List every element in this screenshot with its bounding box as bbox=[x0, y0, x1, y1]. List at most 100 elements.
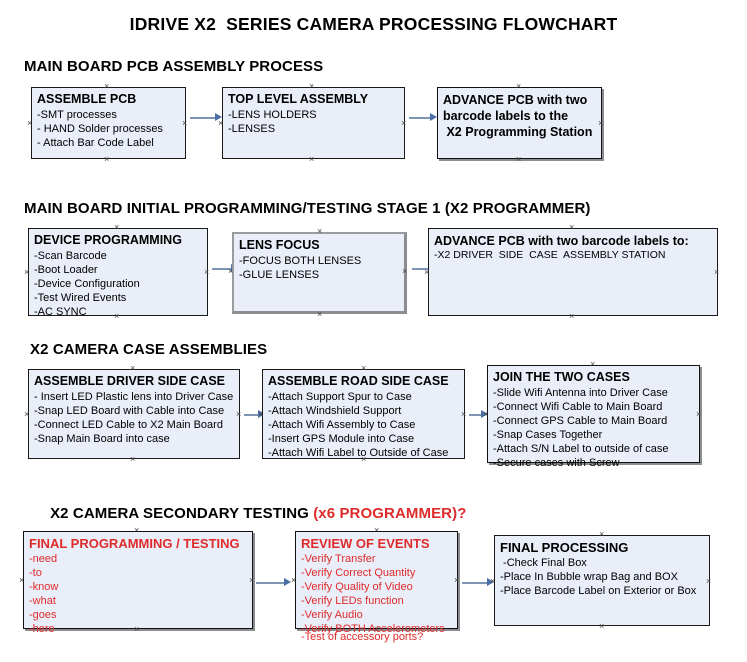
node-title: FINAL PROCESSING bbox=[500, 540, 629, 555]
node-title: JOIN THE TWO CASES bbox=[493, 370, 630, 384]
node-title: ASSEMBLE DRIVER SIDE CASE bbox=[34, 374, 226, 388]
node-line: -LENSES bbox=[228, 123, 276, 135]
resize-handle-bottom[interactable]: × bbox=[104, 154, 110, 164]
node-line: -Attach Support Spur to Case bbox=[268, 391, 412, 403]
node-line: -Attach Wifi Label to Outside of Case bbox=[268, 447, 449, 459]
node-line: -X2 DRIVER SIDE CASE ASSEMBLY STATION bbox=[434, 249, 666, 261]
resize-handle-top[interactable]: × bbox=[309, 81, 315, 91]
resize-handle-right[interactable]: × bbox=[696, 409, 702, 419]
resize-handle-top[interactable]: × bbox=[569, 222, 575, 232]
resize-handle-right[interactable]: × bbox=[402, 266, 408, 276]
node-line: -Insert GPS Module into Case bbox=[268, 433, 415, 445]
node-title: ADVANCE PCB with two barcode labels to: bbox=[434, 234, 689, 248]
resize-handle-bottom[interactable]: × bbox=[599, 621, 605, 631]
node-line: -Connect Wifi Cable to Main Board bbox=[493, 401, 663, 413]
node-line: -what bbox=[29, 595, 56, 607]
node-title: ADVANCE PCB with two bbox=[443, 93, 588, 107]
resize-handle-top[interactable]: × bbox=[104, 81, 110, 91]
node-line: -know bbox=[29, 581, 59, 593]
resize-handle-right[interactable]: × bbox=[454, 575, 460, 585]
resize-handle-left[interactable]: × bbox=[228, 266, 234, 276]
resize-handle-bottom[interactable]: × bbox=[374, 624, 380, 634]
resize-handle-right[interactable]: × bbox=[236, 409, 242, 419]
resize-handle-top[interactable]: × bbox=[114, 222, 120, 232]
resize-handle-right[interactable]: × bbox=[249, 575, 255, 585]
node-top-level-assembly[interactable]: TOP LEVEL ASSEMBLY -LENS HOLDERS -LENSES… bbox=[218, 82, 407, 164]
resize-handle-top[interactable]: × bbox=[317, 226, 323, 236]
resize-handle-bottom[interactable]: × bbox=[134, 624, 140, 634]
resize-handle-right[interactable]: × bbox=[598, 118, 604, 128]
node-join-the-two-cases[interactable]: JOIN THE TWO CASES -Slide Wifi Antenna i… bbox=[483, 360, 702, 470]
resize-handle-right[interactable]: × bbox=[714, 267, 720, 277]
resize-handle-bottom[interactable]: × bbox=[114, 311, 120, 321]
node-line: -Test Wired Events bbox=[34, 292, 127, 304]
node-line: -Verify Correct Quantity bbox=[301, 567, 416, 579]
arrowhead-icon bbox=[487, 578, 494, 586]
node-advance-pcb-programming-station[interactable]: ADVANCE PCB with two barcode labels to t… bbox=[437, 82, 604, 164]
node-line: - Attach Bar Code Label bbox=[37, 137, 154, 149]
connector-final-programming-to-review bbox=[256, 582, 286, 584]
resize-handle-left[interactable]: × bbox=[24, 267, 30, 277]
node-line: -to bbox=[29, 567, 42, 579]
node-line: -Connect LED Cable to X2 Main Board bbox=[34, 419, 223, 431]
resize-handle-top[interactable]: × bbox=[516, 81, 522, 91]
resize-handle-left[interactable]: × bbox=[19, 575, 25, 585]
node-final-processing[interactable]: FINAL PROCESSING -Check Final Box -Place… bbox=[490, 530, 712, 631]
resize-handle-top[interactable]: × bbox=[134, 525, 140, 535]
resize-handle-left[interactable]: × bbox=[291, 575, 297, 585]
resize-handle-bottom[interactable]: × bbox=[309, 154, 315, 164]
resize-handle-bottom[interactable]: × bbox=[569, 311, 575, 321]
node-lens-focus[interactable]: LENS FOCUS -FOCUS BOTH LENSES -GLUE LENS… bbox=[228, 227, 408, 319]
resize-handle-bottom[interactable]: × bbox=[361, 454, 367, 464]
resize-handle-top[interactable]: × bbox=[361, 363, 367, 373]
resize-handle-top[interactable]: × bbox=[590, 359, 596, 369]
resize-handle-bottom[interactable]: × bbox=[590, 458, 596, 468]
node-line-overflow: -Test of accessory ports? bbox=[301, 631, 424, 643]
node-title: LENS FOCUS bbox=[239, 238, 320, 252]
node-line: -Verify Quality of Video bbox=[301, 581, 413, 593]
node-line: -Connect GPS Cable to Main Board bbox=[493, 415, 668, 427]
resize-handle-right[interactable]: × bbox=[461, 409, 467, 419]
node-line: -Check Final Box bbox=[500, 557, 587, 569]
node-assemble-driver-side-case[interactable]: ASSEMBLE DRIVER SIDE CASE - Insert LED P… bbox=[24, 364, 242, 464]
resize-handle-right[interactable]: × bbox=[401, 118, 407, 128]
resize-handle-top[interactable]: × bbox=[599, 529, 605, 539]
resize-handle-bottom[interactable]: × bbox=[317, 309, 323, 319]
node-line: -Snap LED Board with Cable into Case bbox=[34, 405, 225, 417]
node-line: -Snap Cases Together bbox=[493, 429, 603, 441]
resize-handle-right[interactable]: × bbox=[204, 267, 210, 277]
node-device-programming[interactable]: DEVICE PROGRAMMING -Scan Barcode -Boot L… bbox=[24, 223, 210, 321]
resize-handle-right[interactable]: × bbox=[706, 576, 712, 586]
resize-handle-bottom[interactable]: × bbox=[516, 154, 522, 164]
resize-handle-right[interactable]: × bbox=[182, 118, 188, 128]
node-line: X2 Programming Station bbox=[443, 125, 593, 139]
resize-handle-left[interactable]: × bbox=[258, 409, 264, 419]
node-line: -Secure cases with Screw bbox=[493, 457, 620, 469]
node-line: -Slide Wifi Antenna into Driver Case bbox=[493, 387, 668, 399]
resize-handle-bottom[interactable]: × bbox=[130, 454, 136, 464]
resize-handle-left[interactable]: × bbox=[218, 118, 224, 128]
resize-handle-left[interactable]: × bbox=[483, 409, 489, 419]
section-heading-x2-camera-case-assemblies: X2 CAMERA CASE ASSEMBLIES bbox=[30, 341, 268, 358]
node-final-programming-testing[interactable]: FINAL PROGRAMMING / TESTING -need -to -k… bbox=[19, 526, 255, 636]
arrowhead-icon bbox=[481, 410, 488, 418]
node-line: -here bbox=[29, 623, 55, 635]
node-line: -Verify Transfer bbox=[301, 553, 376, 565]
node-review-of-events[interactable]: REVIEW OF EVENTS -Verify Transfer -Verif… bbox=[291, 526, 460, 644]
section-heading-main-board-pcb-assembly: MAIN BOARD PCB ASSEMBLY PROCESS bbox=[24, 58, 324, 75]
resize-handle-left[interactable]: × bbox=[490, 576, 496, 586]
resize-handle-top[interactable]: × bbox=[130, 363, 136, 373]
arrowhead-icon bbox=[284, 578, 291, 586]
node-line: -Verify Audio bbox=[301, 609, 363, 621]
resize-handle-left[interactable]: × bbox=[27, 118, 33, 128]
connector-device-programming-to-lens-focus bbox=[212, 268, 234, 270]
node-advance-pcb-driver-side-station[interactable]: ADVANCE PCB with two barcode labels to: … bbox=[424, 223, 720, 321]
section-heading-suffix: (x6 PROGRAMMER)? bbox=[313, 505, 467, 522]
resize-handle-top[interactable]: × bbox=[374, 525, 380, 535]
node-assemble-pcb[interactable]: ASSEMBLE PCB -SMT processes - HAND Solde… bbox=[27, 82, 188, 164]
resize-handle-left[interactable]: × bbox=[24, 409, 30, 419]
connector-assemble-pcb-to-top-level bbox=[190, 117, 218, 119]
node-assemble-road-side-case[interactable]: ASSEMBLE ROAD SIDE CASE -Attach Support … bbox=[258, 364, 467, 464]
resize-handle-left[interactable]: × bbox=[424, 267, 430, 277]
